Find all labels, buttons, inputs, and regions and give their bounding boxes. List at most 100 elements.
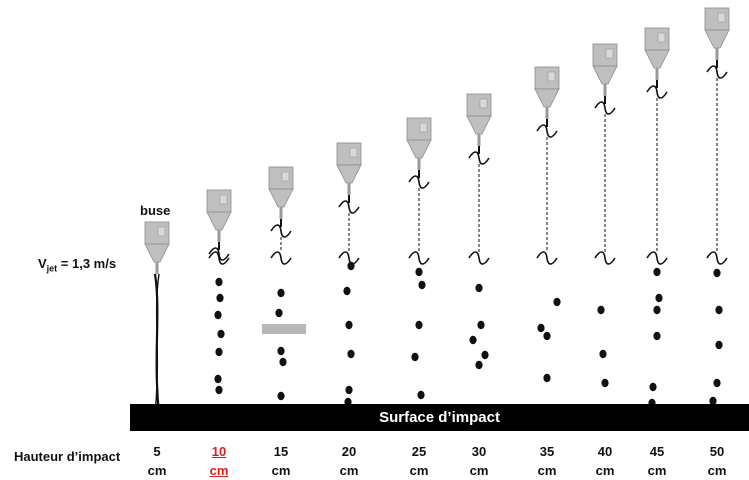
height-label-15: 15 cm: [261, 442, 301, 480]
droplet: [543, 373, 551, 383]
height-value: 35: [539, 444, 555, 459]
droplet: [475, 360, 483, 370]
droplet: [713, 378, 721, 388]
height-value: 30: [471, 444, 487, 459]
height-label-25: 25 cm: [399, 442, 439, 480]
droplet: [553, 297, 561, 307]
droplet: [216, 293, 224, 303]
droplet: [275, 308, 283, 318]
height-unit: cm: [469, 463, 489, 478]
axis-break-lower: [338, 251, 360, 265]
axis-break-upper: [270, 224, 292, 238]
droplet: [215, 347, 223, 357]
axis-break-upper: [646, 85, 668, 99]
height-unit: cm: [707, 463, 727, 478]
nozzle-icon: [144, 221, 170, 274]
height-value: 40: [597, 444, 613, 459]
droplet: [599, 349, 607, 359]
droplet: [418, 280, 426, 290]
droplet: [277, 391, 285, 401]
height-value: 25: [411, 444, 427, 459]
blur-artifact: [262, 324, 306, 334]
jet-velocity-label: Vjet = 1,3 m/s: [38, 256, 117, 274]
droplet: [653, 267, 661, 277]
nozzle-icon: [592, 43, 618, 96]
impact-surface: Surface d’impact: [130, 404, 749, 431]
droplet: [601, 378, 609, 388]
height-label-50: 50 cm: [697, 442, 737, 480]
nozzle-icon: [644, 27, 670, 80]
height-unit: cm: [595, 463, 615, 478]
axis-break-lower: [594, 251, 616, 265]
axis-break-upper: [706, 65, 728, 79]
axis-break-upper: [536, 124, 558, 138]
droplet: [715, 305, 723, 315]
height-label-40: 40 cm: [585, 442, 625, 480]
axis-break-upper: [468, 151, 490, 165]
height-label-30: 30 cm: [459, 442, 499, 480]
droplet: [277, 346, 285, 356]
height-value: 50: [709, 444, 725, 459]
nozzle-icon: [268, 166, 294, 219]
height-value: 10: [211, 444, 227, 459]
droplet: [537, 323, 545, 333]
height-unit: cm: [271, 463, 291, 478]
axis-break-upper: [408, 175, 430, 189]
height-unit: cm: [409, 463, 429, 478]
droplet: [709, 396, 717, 406]
droplet: [475, 283, 483, 293]
liquid-jet: [154, 273, 160, 415]
droplet: [347, 349, 355, 359]
nozzle-icon: [206, 189, 232, 242]
droplet: [411, 352, 419, 362]
height-value: 45: [649, 444, 665, 459]
droplet: [415, 267, 423, 277]
height-value: 20: [341, 444, 357, 459]
axis-break-lower: [646, 251, 668, 265]
axis-break-upper: [338, 200, 360, 214]
impact-surface-label: Surface d’impact: [379, 409, 500, 426]
nozzle-icon: [466, 93, 492, 146]
height-label-45: 45 cm: [637, 442, 677, 480]
axis-break-upper: [208, 247, 230, 261]
droplet: [347, 261, 355, 271]
nozzle-label: buse: [140, 203, 171, 218]
droplet: [215, 277, 223, 287]
nozzle-icon: [534, 66, 560, 119]
axis-break-lower: [468, 251, 490, 265]
height-value: 15: [273, 444, 289, 459]
droplet: [277, 288, 285, 298]
height-label-10: 10 cm: [199, 442, 239, 480]
impact-height-label: Hauteur d’impact: [14, 449, 121, 464]
droplet: [214, 374, 222, 384]
droplet: [597, 305, 605, 315]
height-unit: cm: [209, 463, 229, 478]
height-label-20: 20 cm: [329, 442, 369, 480]
droplet: [653, 331, 661, 341]
droplet: [477, 320, 485, 330]
droplet: [481, 350, 489, 360]
droplet: [713, 268, 721, 278]
droplet: [715, 340, 723, 350]
droplet: [345, 320, 353, 330]
droplet: [649, 382, 657, 392]
nozzle-icon: [704, 7, 730, 60]
height-unit: cm: [647, 463, 667, 478]
height-unit: cm: [339, 463, 359, 478]
nozzle-icon: [406, 117, 432, 170]
droplet: [417, 390, 425, 400]
droplet: [655, 293, 663, 303]
height-value: 5: [153, 444, 161, 459]
axis-break-lower: [208, 251, 230, 265]
droplet: [215, 385, 223, 395]
axis-break-lower: [270, 251, 292, 265]
droplet: [343, 286, 351, 296]
droplet: [345, 385, 353, 395]
droplet: [653, 305, 661, 315]
droplet: [469, 335, 477, 345]
droplet: [214, 310, 222, 320]
droplet: [543, 331, 551, 341]
axis-break-upper: [594, 101, 616, 115]
